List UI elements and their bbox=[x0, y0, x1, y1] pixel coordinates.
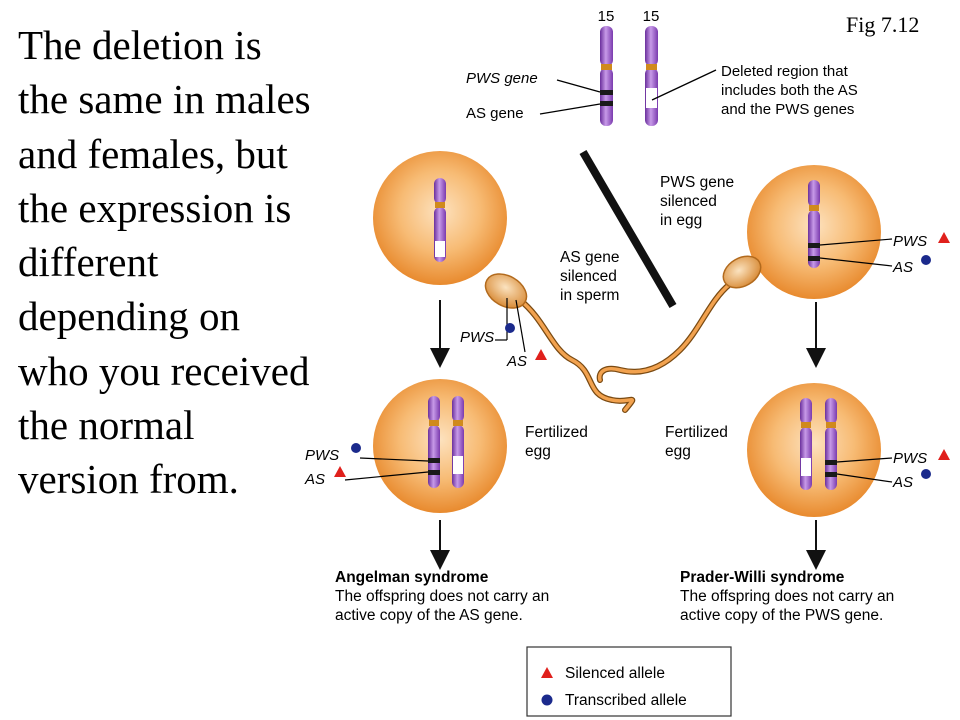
pws-silenced-egg-line2: silenced bbox=[660, 193, 717, 210]
egg-pws-label: PWS bbox=[893, 233, 927, 250]
transcribed-allele-marker bbox=[921, 469, 931, 479]
fertilized-egg-left-line2: egg bbox=[525, 443, 551, 460]
angelman-line2: active copy of the AS gene. bbox=[335, 607, 523, 624]
silenced-allele-marker bbox=[938, 449, 950, 460]
chromosome-normal-lower bbox=[600, 68, 613, 126]
transcribed-allele-marker bbox=[505, 323, 515, 333]
legend-triangle-icon bbox=[541, 667, 553, 678]
prader-willi-line2: active copy of the PWS gene. bbox=[680, 607, 883, 624]
deleted-region bbox=[646, 88, 657, 108]
fertilized-egg-left: PWS AS Fertilized egg bbox=[304, 379, 588, 513]
deleted-region-label-line3: and the PWS genes bbox=[721, 101, 854, 118]
sperm-right bbox=[596, 255, 762, 383]
outcome-angelman: Angelman syndrome The offspring does not… bbox=[335, 569, 549, 624]
fert-right-as-label: AS bbox=[892, 474, 913, 491]
silenced-allele-marker bbox=[334, 466, 346, 477]
sperm-head-right bbox=[722, 255, 762, 289]
sperm-as-label: AS bbox=[506, 353, 527, 370]
prader-willi-title: Prader-Willi syndrome bbox=[680, 569, 845, 586]
legend: Silenced allele Transcribed allele bbox=[526, 646, 732, 717]
as-silenced-sperm-line1: AS gene bbox=[560, 249, 619, 266]
fertilized-egg-body bbox=[747, 383, 881, 517]
egg-as-label: AS bbox=[892, 259, 913, 276]
angelman-line1: The offspring does not carry an bbox=[335, 588, 549, 605]
transcribed-allele-marker bbox=[921, 255, 931, 265]
sperm-head-left bbox=[484, 273, 528, 309]
as-silenced-sperm-line2: silenced bbox=[560, 268, 617, 285]
fert-left-pws-label: PWS bbox=[305, 447, 339, 464]
as-gene-label: AS gene bbox=[466, 105, 524, 122]
pws-gene-label: PWS gene bbox=[466, 70, 538, 87]
outcome-prader-willi: Prader-Willi syndrome The offspring does… bbox=[680, 569, 894, 624]
legend-label-transcribed: Transcribed allele bbox=[565, 692, 687, 709]
chromosome-number-left: 15 bbox=[598, 8, 615, 25]
deleted-region-label-line1: Deleted region that bbox=[721, 63, 849, 80]
fertilized-egg-right-line1: Fertilized bbox=[665, 424, 728, 441]
chromosome-deleted-upper bbox=[645, 26, 658, 66]
sperm-pws-label: PWS bbox=[460, 329, 494, 346]
chromosome-number-right: 15 bbox=[643, 8, 660, 25]
legend-circle-icon bbox=[541, 694, 553, 706]
sperm-left: PWS AS AS gene silenced in sperm bbox=[460, 249, 636, 413]
pws-silenced-egg-line3: in egg bbox=[660, 212, 702, 229]
egg-cell-left bbox=[373, 151, 507, 285]
fert-right-pws-label: PWS bbox=[893, 450, 927, 467]
top-chromosome-pair: 15 15 PWS gene AS gene Deleted region th… bbox=[466, 8, 858, 126]
silenced-allele-marker bbox=[535, 349, 547, 360]
figure-label: Fig 7.12 bbox=[846, 12, 920, 37]
deleted-region-egg-left bbox=[435, 241, 445, 257]
transcribed-allele-marker bbox=[351, 443, 361, 453]
fertilized-egg-left-line1: Fertilized bbox=[525, 424, 588, 441]
deleted-region-label-line2: includes both the AS bbox=[721, 82, 858, 99]
as-silenced-sperm-line3: in sperm bbox=[560, 287, 619, 304]
egg-cell-right: PWS AS PWS gene silenced in egg bbox=[660, 165, 950, 299]
prader-willi-line1: The offspring does not carry an bbox=[680, 588, 894, 605]
legend-label-silenced: Silenced allele bbox=[565, 665, 665, 682]
pws-silenced-egg-line1: PWS gene bbox=[660, 174, 734, 191]
chromosome-normal-upper bbox=[600, 26, 613, 66]
fert-left-as-label: AS bbox=[304, 471, 325, 488]
slide-body-text: The deletion is the same in males and fe… bbox=[18, 22, 311, 503]
fertilized-egg-right: PWS AS Fertilized egg bbox=[665, 383, 950, 517]
legend-box bbox=[526, 646, 732, 717]
silenced-allele-marker bbox=[938, 232, 950, 243]
fertilized-egg-right-line2: egg bbox=[665, 443, 691, 460]
angelman-title: Angelman syndrome bbox=[335, 569, 489, 586]
divider-slash bbox=[579, 149, 677, 309]
